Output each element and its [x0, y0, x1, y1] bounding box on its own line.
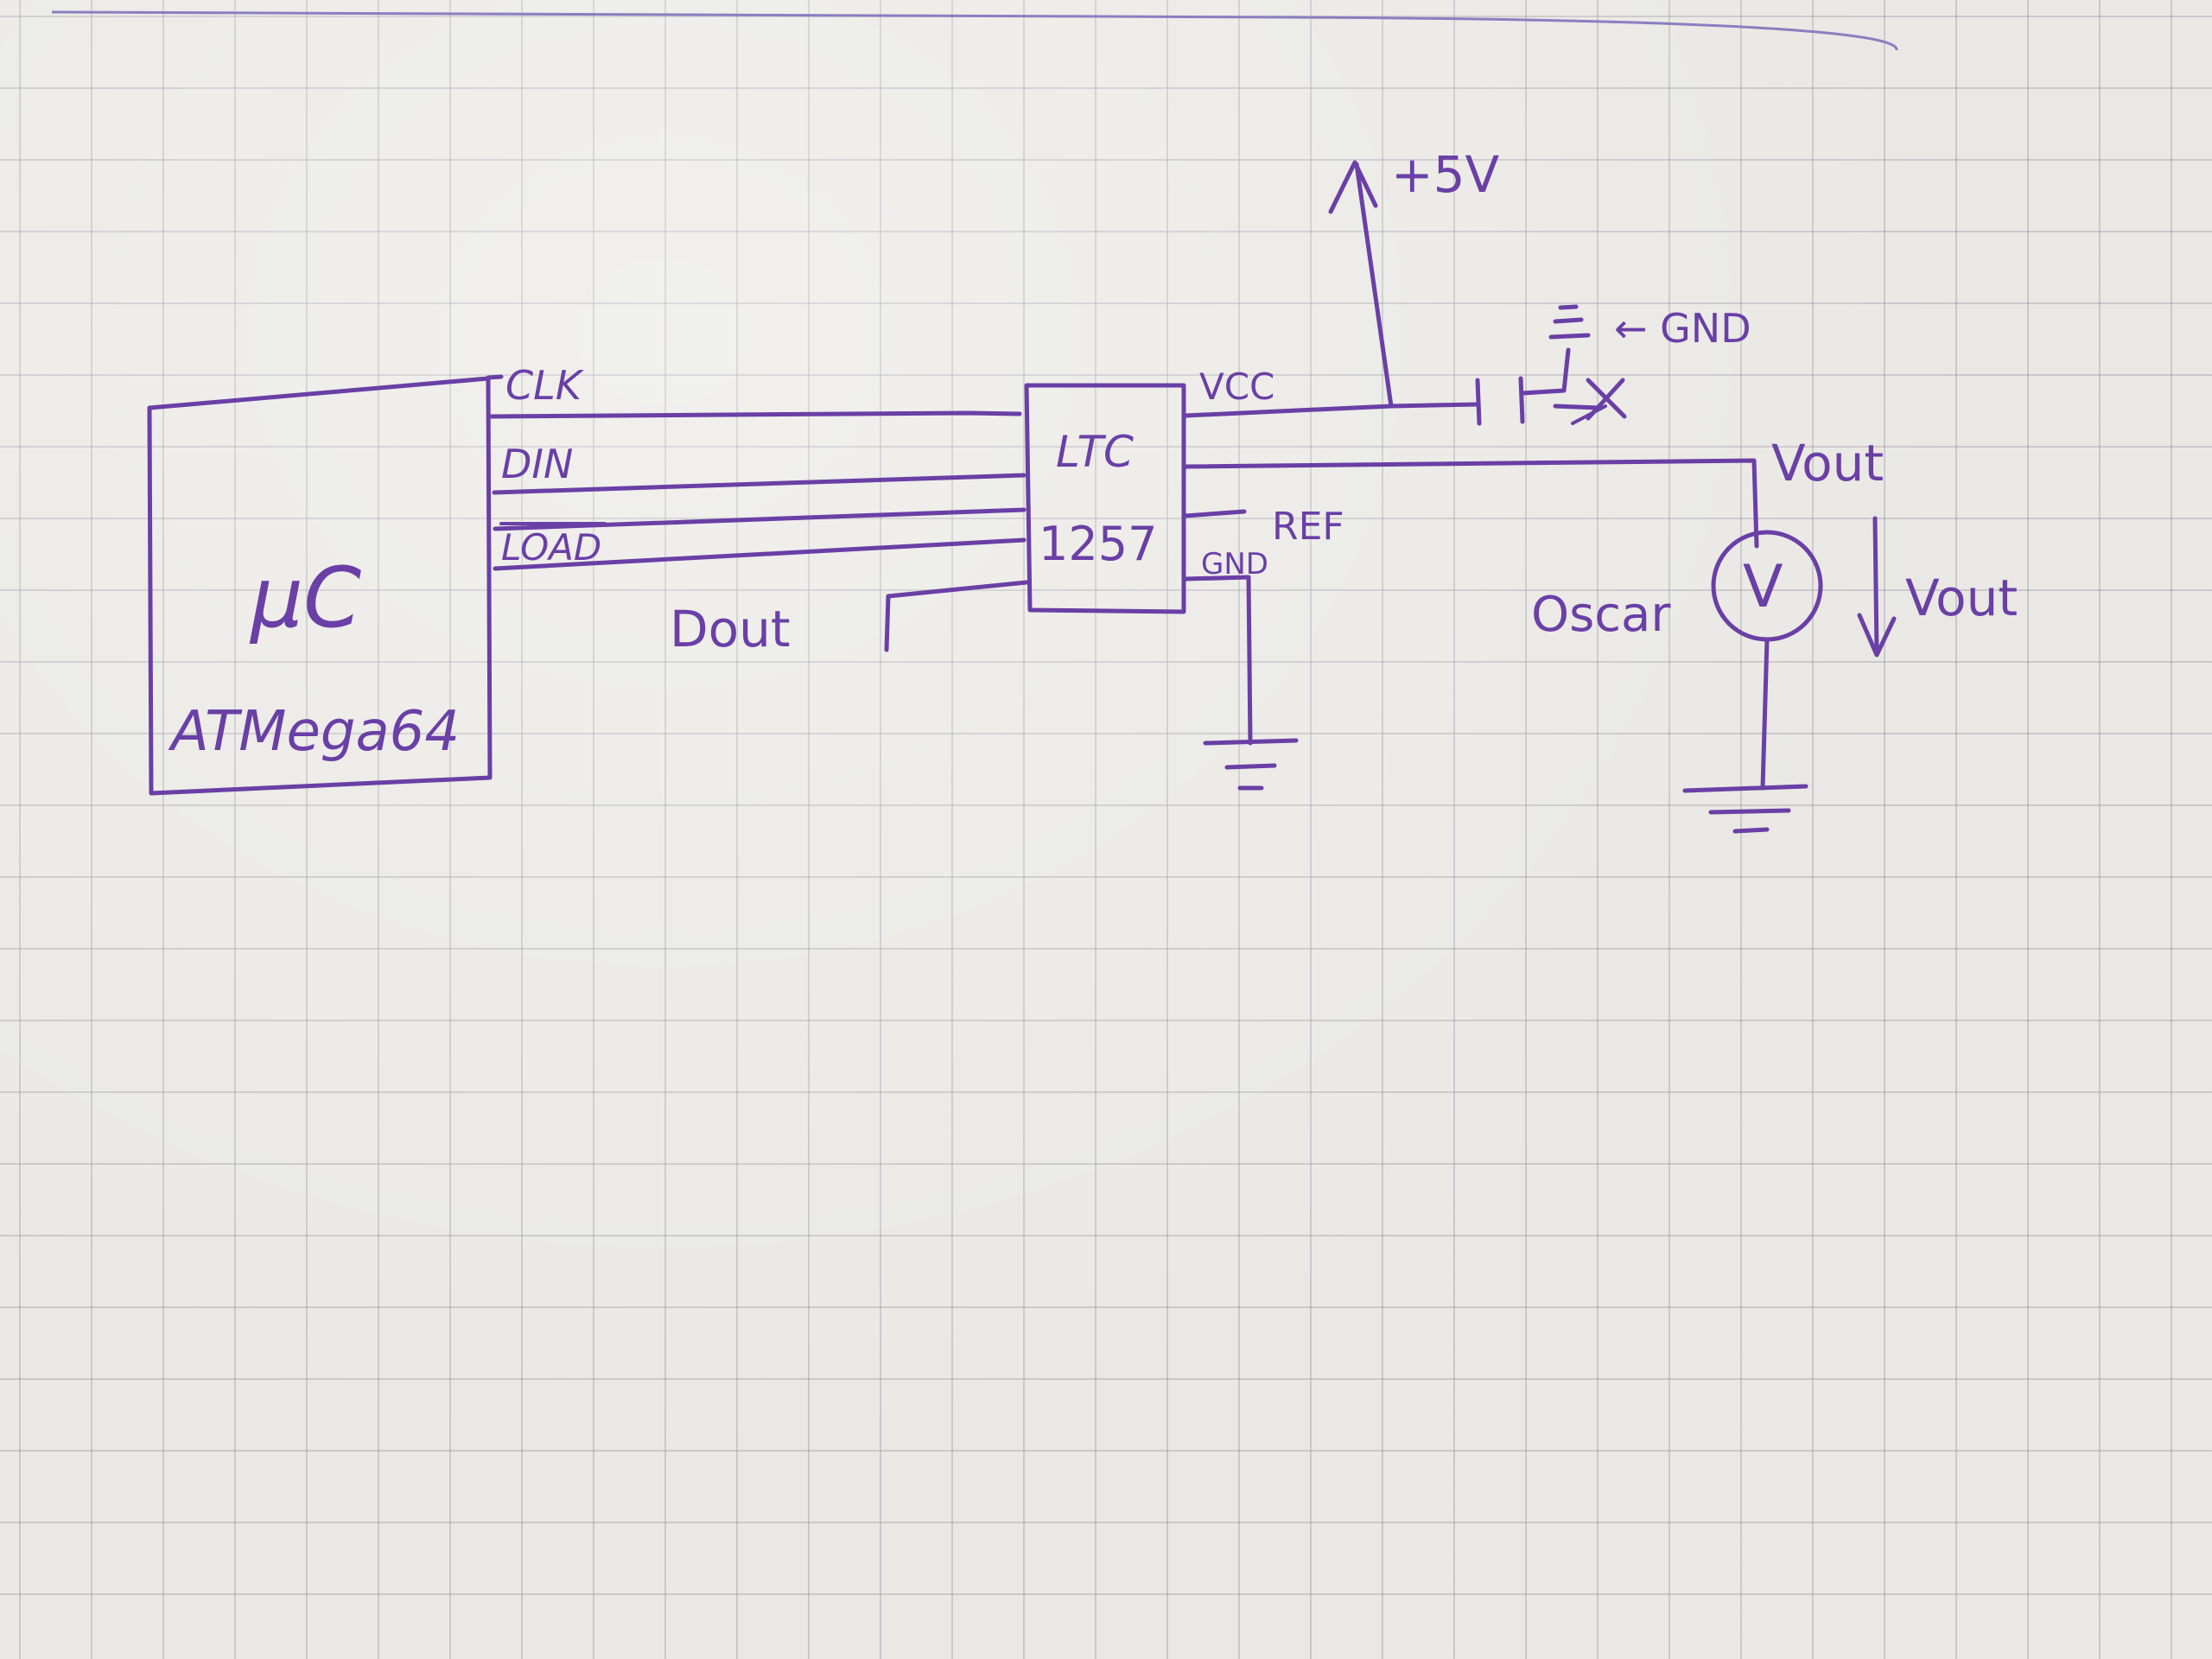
mcu-outline [147, 376, 493, 796]
vout-wire [1183, 458, 1759, 549]
scope-label: Oscar [1531, 587, 1671, 643]
din-pin-label: DIN [501, 441, 573, 487]
load-pin-label: LOAD [501, 526, 601, 569]
dout-label: Dout [670, 600, 791, 658]
din-wire [492, 473, 1027, 495]
ltc-dac-chip: LTC 1257 [1024, 383, 1186, 614]
mcu-symbol-label: µC [249, 550, 361, 646]
voltmeter-symbol: V [1743, 553, 1783, 621]
gnd-pin-stub [1183, 575, 1253, 746]
gnd-note-label: ← GND [1614, 305, 1751, 352]
meter-ground-wire [1760, 637, 1770, 791]
mcu-model-label: ATMega64 [168, 700, 460, 764]
vcc-pin-label: VCC [1199, 365, 1274, 408]
supply-label: +5V [1391, 145, 1499, 204]
din-wire-2 [493, 507, 1027, 531]
vout-node-label: Vout [1771, 434, 1884, 493]
decoupling-capacitor [1475, 347, 1601, 426]
paper-margin-line [51, 10, 1898, 51]
dout-wire [884, 580, 1029, 652]
ref-pin-label: REF [1272, 505, 1344, 549]
ltc-outline [1024, 383, 1186, 614]
microcontroller-block: µC ATMega64 [147, 376, 493, 796]
vout-arrow-label: Vout [1905, 569, 2018, 627]
load-wire [493, 537, 1027, 571]
vout-arrow-icon [1857, 516, 1897, 658]
ref-pin-stub [1183, 509, 1247, 518]
ltc-name-label: LTC [1056, 427, 1134, 477]
clk-pin-label: CLK [505, 362, 585, 409]
ltc-number-label: 1257 [1039, 517, 1157, 571]
meter-ground-symbol [1682, 784, 1808, 834]
voltmeter: V [1711, 530, 1823, 642]
clk-wire [486, 374, 1022, 419]
supply-rail [1354, 162, 1394, 409]
cap-ground-symbol [1548, 304, 1591, 340]
gnd-pin-label: GND [1201, 547, 1268, 582]
supply-arrow-icon [1328, 160, 1378, 214]
cross-out-mark [1571, 378, 1627, 425]
chip-ground-symbol [1203, 738, 1299, 791]
